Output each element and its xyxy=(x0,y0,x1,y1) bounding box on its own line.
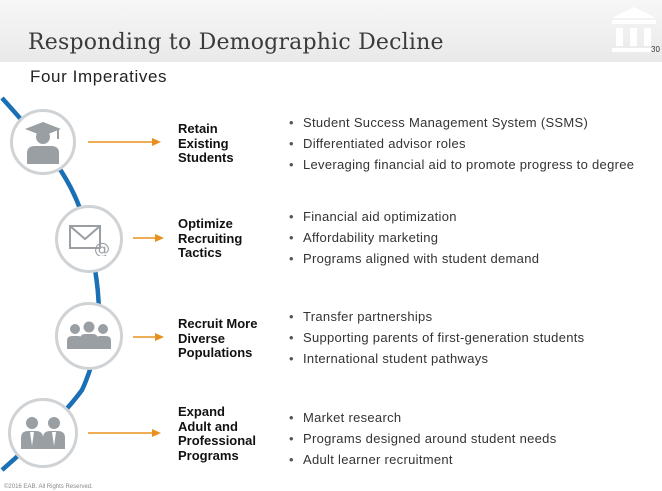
bullet-item: Leveraging financial aid to promote prog… xyxy=(289,157,634,178)
bullet-item: Supporting parents of first-generation s… xyxy=(289,330,584,351)
mail-icon: @ xyxy=(69,225,110,256)
bullet-item: Affordability marketing xyxy=(289,230,539,251)
page-number: 30 xyxy=(651,45,660,54)
bullet-item: Programs aligned with student demand xyxy=(289,251,539,272)
slide-subtitle: Four Imperatives xyxy=(30,67,168,86)
imperative-4-icon-circle xyxy=(8,398,78,468)
bullet-item: Adult learner recruitment xyxy=(289,452,557,473)
bullet-item: Financial aid optimization xyxy=(289,209,539,230)
imperative-2-bullets: Financial aid optimization Affordability… xyxy=(289,209,539,272)
group-icon xyxy=(67,321,111,349)
bullet-item: Student Success Management System (SSMS) xyxy=(289,115,634,136)
slide-title: Responding to Demographic Decline xyxy=(28,30,444,55)
imperative-3-icon-circle xyxy=(55,302,123,370)
imperative-1-bullets: Student Success Management System (SSMS)… xyxy=(289,115,634,178)
imperative-2-label: Optimize Recruiting Tactics xyxy=(178,216,243,260)
bullet-item: International student pathways xyxy=(289,351,584,372)
imperative-1-icon-circle xyxy=(10,109,76,175)
imperative-1-arrow xyxy=(88,138,161,146)
copyright-footer: ©2016 EAB. All Rights Reserved. xyxy=(4,484,93,490)
institution-logo-icon xyxy=(612,7,656,52)
imperative-4-arrow xyxy=(88,429,161,437)
professionals-icon xyxy=(21,417,65,449)
imperative-2-icon-circle: @ xyxy=(55,205,123,273)
imperative-2-arrow xyxy=(133,234,164,242)
imperative-3-label: Recruit More Diverse Populations xyxy=(178,316,258,360)
graduate-icon xyxy=(25,122,61,164)
bullet-item: Differentiated advisor roles xyxy=(289,136,634,157)
bullet-item: Programs designed around student needs xyxy=(289,431,557,452)
slide-header xyxy=(0,0,662,62)
imperative-4-bullets: Market research Programs designed around… xyxy=(289,410,557,473)
imperative-4-label: Expand Adult and Professional Programs xyxy=(178,404,257,463)
bullet-item: Transfer partnerships xyxy=(289,309,584,330)
imperative-3-arrow xyxy=(133,333,164,341)
bullet-item: Market research xyxy=(289,410,557,431)
svg-text:@: @ xyxy=(94,239,110,256)
imperative-3-bullets: Transfer partnerships Supporting parents… xyxy=(289,309,584,372)
imperative-1-label: Retain Existing Students xyxy=(178,121,234,165)
